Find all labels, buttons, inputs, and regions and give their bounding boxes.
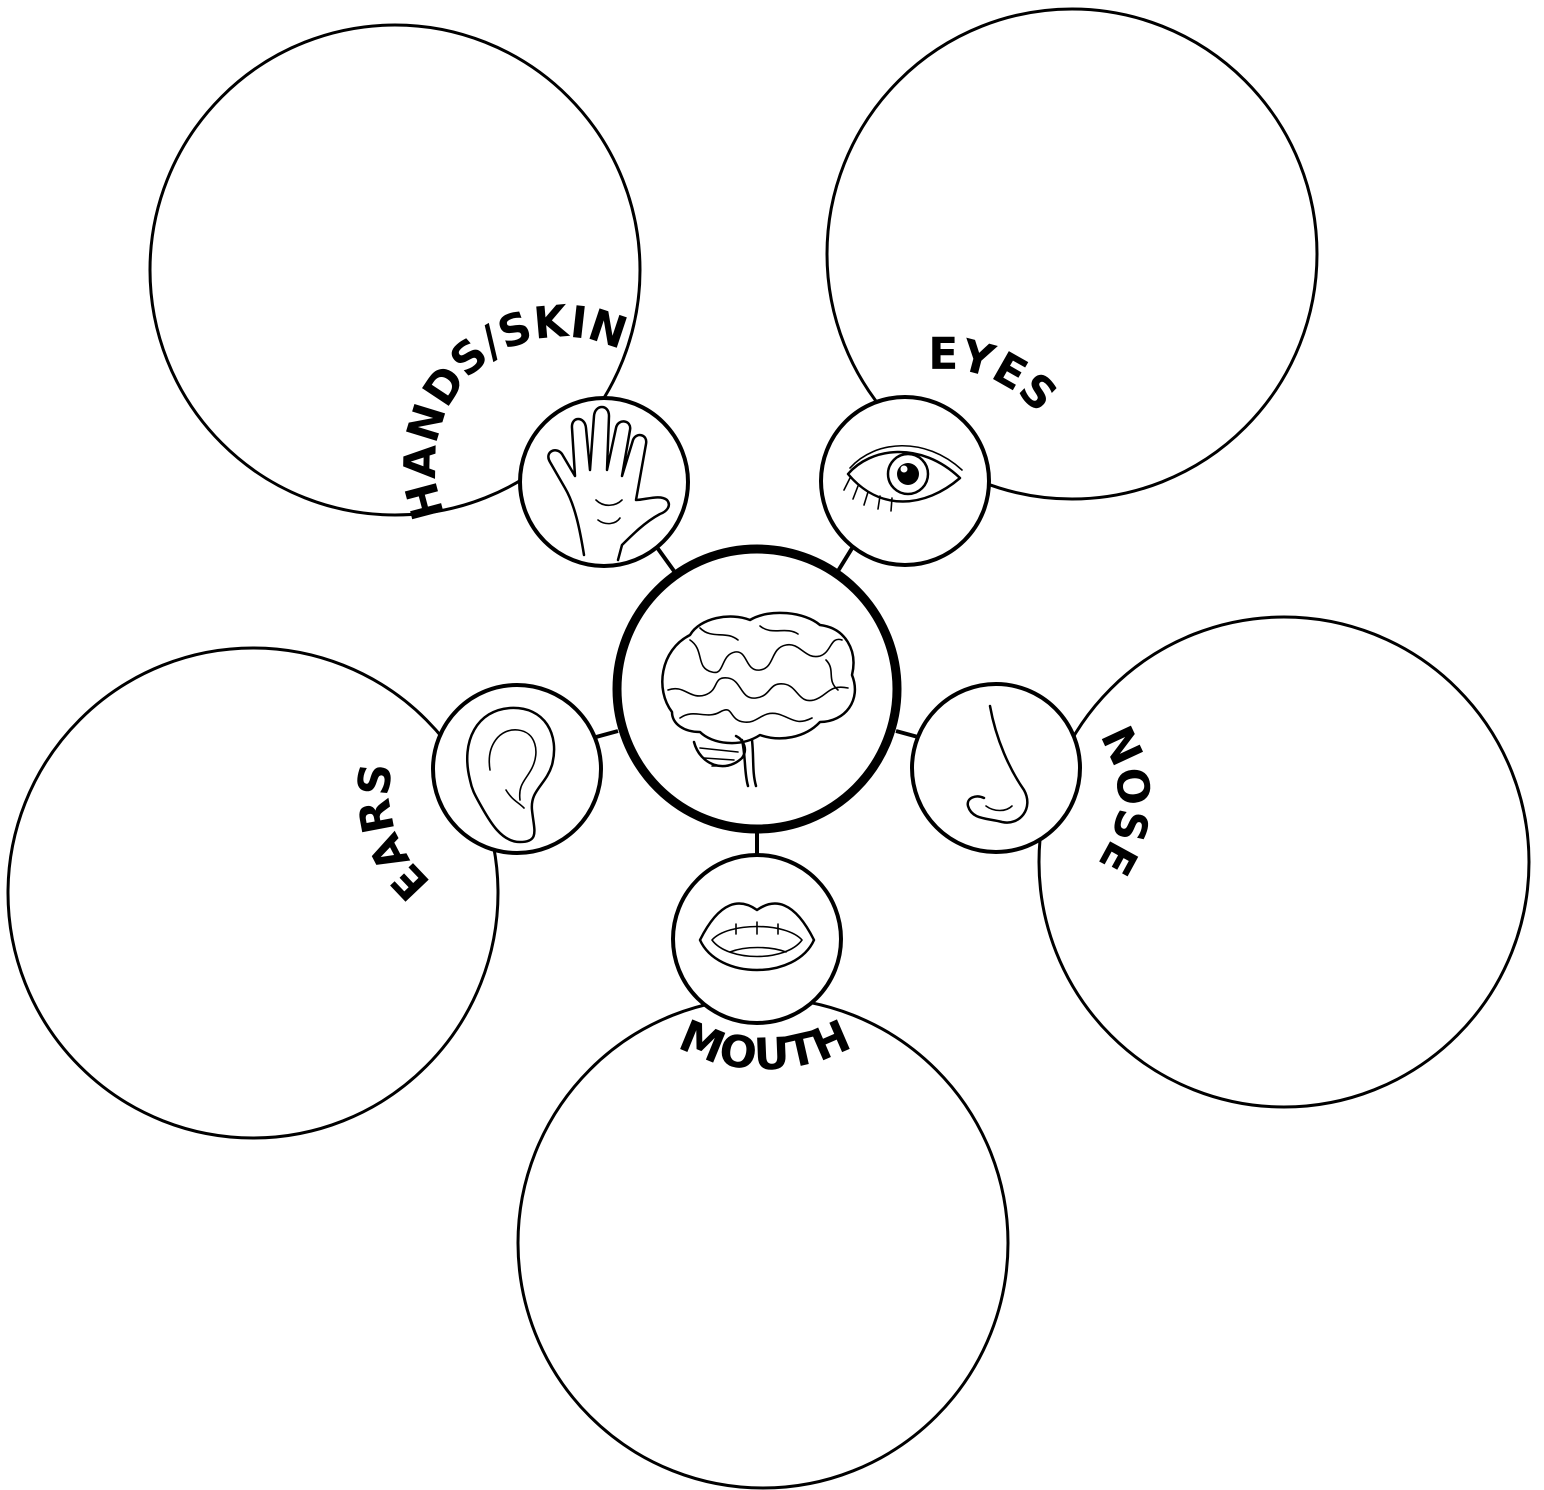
- ears-writing-circle: [8, 648, 498, 1138]
- nose-icon-circle: [912, 684, 1080, 852]
- hands-icon-circle: [520, 398, 688, 566]
- mouth-icon-circle: [673, 855, 841, 1023]
- nose-connector: [896, 731, 918, 737]
- ears-icon-circle: [433, 685, 601, 853]
- hands-connector: [656, 546, 674, 571]
- eyes-connector: [838, 545, 854, 571]
- ears-connector: [596, 731, 618, 737]
